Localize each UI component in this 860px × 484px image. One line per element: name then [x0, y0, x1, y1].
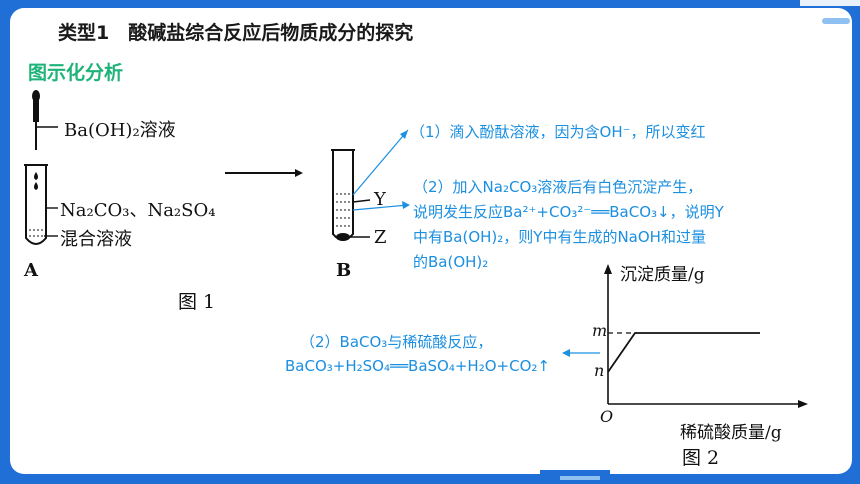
note-acid-line2: BaCO₃+H₂SO₄══BaSO₄+H₂O+CO₂↑	[285, 357, 550, 375]
section-subtitle: 图示化分析	[28, 62, 124, 84]
tube-a-label: A	[24, 260, 38, 281]
layer-z-label: Z	[374, 227, 387, 248]
tube-b-label: B	[336, 260, 352, 281]
y-axis	[604, 264, 612, 404]
origin-label: O	[600, 407, 614, 426]
figure-2-ylabel: 沉淀质量/g	[620, 265, 705, 285]
note-carbonate-line4: 的Ba(OH)₂	[413, 253, 489, 271]
arrow-right-icon	[225, 169, 303, 177]
test-tube-a-icon	[24, 164, 58, 245]
figure-2-caption: 图 2	[682, 447, 720, 469]
dropper-icon	[32, 90, 58, 150]
note-acid-line1: （2）BaCO₃与稀硫酸反应，	[300, 333, 493, 351]
page-title: 类型1 酸碱盐综合反应后物质成分的探究	[58, 22, 414, 44]
note-phenolphthalein: （1）滴入酚酞溶液，因为含OH⁻，所以变红	[410, 123, 706, 141]
precipitate-curve	[607, 332, 760, 373]
mixture-label-text: 混合溶液	[60, 229, 132, 250]
content-panel	[10, 8, 852, 474]
figure-2-xlabel: 稀硫酸质量/g	[680, 423, 782, 443]
test-tube-b-icon	[331, 149, 371, 241]
y-mark-m: m	[592, 321, 608, 340]
note-carbonate-line2: 说明发生反应Ba²⁺+CO₃²⁻══BaCO₃↓，说明Y	[413, 203, 724, 221]
note-carbonate-line1: （2）加入Na₂CO₃溶液后有白色沉淀产生，	[413, 178, 703, 196]
x-axis	[608, 400, 808, 408]
note-carbonate-line3: 中有Ba(OH)₂，则Y中有生成的NaOH和过量	[413, 228, 706, 246]
layer-y-label: Y	[374, 189, 386, 210]
arrow-left-icon	[562, 349, 600, 357]
pointer-lines	[352, 129, 410, 211]
mixture-label-formulas: Na₂CO₃、Na₂SO₄	[60, 200, 216, 221]
y-mark-n: n	[594, 361, 605, 380]
figure-1-caption: 图 1	[178, 291, 216, 313]
dropper-label: Ba(OH)₂溶液	[64, 120, 176, 141]
